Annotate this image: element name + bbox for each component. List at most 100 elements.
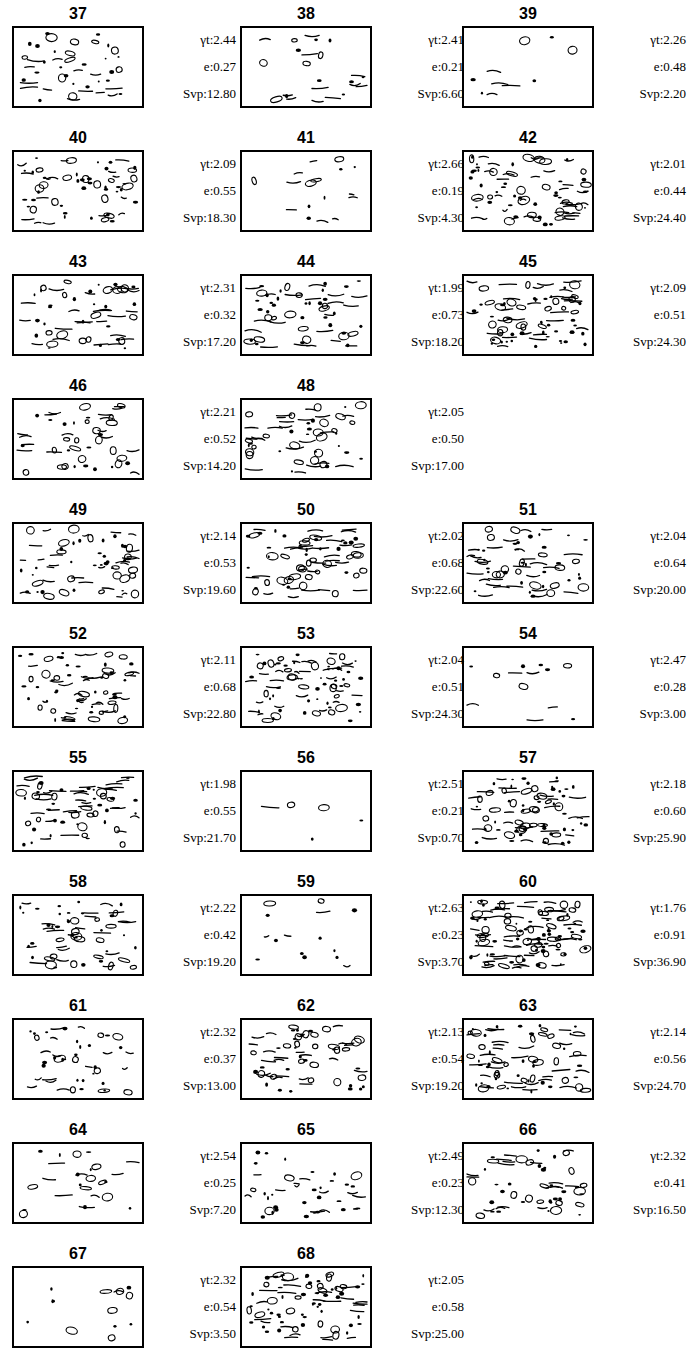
pore-dot xyxy=(79,1088,83,1090)
pore-crack xyxy=(503,336,517,338)
pore-crack xyxy=(280,421,294,423)
pore-dot xyxy=(283,665,287,667)
pore-outline xyxy=(98,1089,110,1093)
pore-dot xyxy=(308,301,310,305)
pore-outline xyxy=(510,1191,517,1199)
pore-outline xyxy=(58,74,66,83)
pore-crack xyxy=(300,1054,311,1056)
pore-dot xyxy=(55,925,60,928)
pore-crack xyxy=(506,917,523,918)
pore-panel: 39 xyxy=(462,4,594,108)
pore-crack xyxy=(564,553,582,555)
pore-crack xyxy=(560,939,576,940)
pore-crack xyxy=(116,561,129,563)
pore-outline xyxy=(93,181,100,189)
pore-dot xyxy=(584,342,587,346)
pore-dot xyxy=(533,202,537,206)
pore-dot xyxy=(556,777,559,780)
pore-outline xyxy=(318,1321,323,1328)
pore-dot xyxy=(558,181,562,183)
pore-outline xyxy=(530,1075,536,1083)
pore-crack xyxy=(106,87,122,89)
pore-dot xyxy=(322,289,324,292)
property-value: γt:2.01 xyxy=(600,156,686,172)
pore-crack xyxy=(504,946,519,947)
pore-crack xyxy=(76,928,85,929)
pore-outline xyxy=(278,656,285,661)
pore-dot xyxy=(306,433,309,435)
pore-crack xyxy=(83,535,88,537)
property-value: γt:1.98 xyxy=(150,776,236,792)
pore-dot xyxy=(43,60,46,63)
pore-outline xyxy=(476,1212,485,1219)
pore-dot xyxy=(489,1200,494,1204)
pore-dot xyxy=(59,1153,61,1157)
pore-crack xyxy=(480,1087,494,1088)
pore-dot xyxy=(105,809,109,813)
pore-crack xyxy=(47,930,64,931)
pore-dot xyxy=(272,303,276,306)
pore-outline xyxy=(319,418,330,428)
pore-dot xyxy=(336,666,340,670)
pore-dot xyxy=(541,322,543,325)
pore-crack xyxy=(548,798,558,800)
pore-dot xyxy=(97,161,99,163)
pore-sketch xyxy=(242,276,370,354)
pore-outline xyxy=(574,1187,586,1195)
pore-dot xyxy=(347,671,351,674)
pore-crack xyxy=(245,1195,251,1197)
pore-dot xyxy=(342,94,345,96)
pore-crack xyxy=(295,671,299,673)
pore-dot xyxy=(269,302,273,304)
sample-number: 61 xyxy=(12,996,144,1016)
sample-number: 52 xyxy=(12,624,144,644)
pore-dot xyxy=(254,587,258,589)
pore-outline xyxy=(580,1183,587,1188)
pore-outline xyxy=(87,813,94,817)
pore-dot xyxy=(35,157,38,159)
pore-crack xyxy=(22,218,34,220)
pore-dot xyxy=(248,443,250,447)
pore-dot xyxy=(61,1058,64,1062)
pore-outline xyxy=(270,1074,277,1080)
pore-outline xyxy=(534,942,542,947)
pore-outline xyxy=(575,901,581,908)
pore-crack xyxy=(493,1048,502,1049)
pore-dot xyxy=(54,50,56,53)
pore-dot xyxy=(261,1215,265,1219)
pore-outline xyxy=(74,936,85,943)
pore-crack xyxy=(470,1064,486,1065)
pore-crack xyxy=(504,298,520,299)
pore-crack xyxy=(130,675,135,677)
pore-crack xyxy=(530,563,546,565)
pore-crack xyxy=(85,915,96,917)
pore-outline xyxy=(252,588,259,596)
pore-dot xyxy=(35,319,40,323)
pore-dot xyxy=(265,1276,270,1280)
pore-crack xyxy=(106,784,122,785)
pore-outline xyxy=(483,816,490,822)
pore-crack xyxy=(472,217,483,218)
pore-outline xyxy=(65,1326,78,1335)
pore-outline xyxy=(342,1047,350,1051)
pore-crack xyxy=(75,322,90,323)
property-value: e:0.52 xyxy=(150,431,236,447)
property-value: Svp:20.00 xyxy=(600,582,686,598)
pore-panel: 64 xyxy=(12,1120,144,1224)
pore-outline xyxy=(350,1170,363,1181)
pore-outline xyxy=(110,447,116,455)
pore-dot xyxy=(550,1184,554,1186)
pore-dot xyxy=(490,316,494,318)
pore-crack xyxy=(306,408,315,410)
pore-crack xyxy=(538,1207,547,1209)
sample-number: 46 xyxy=(12,376,144,396)
pore-outline xyxy=(70,38,79,45)
pore-outline xyxy=(349,420,355,424)
pore-crack xyxy=(498,1206,509,1208)
pore-dot xyxy=(487,1062,490,1066)
pore-crack xyxy=(483,911,493,912)
panel-frame xyxy=(12,770,144,852)
pore-dot xyxy=(317,79,322,82)
pore-crack xyxy=(509,672,522,673)
pore-dot xyxy=(98,81,100,83)
